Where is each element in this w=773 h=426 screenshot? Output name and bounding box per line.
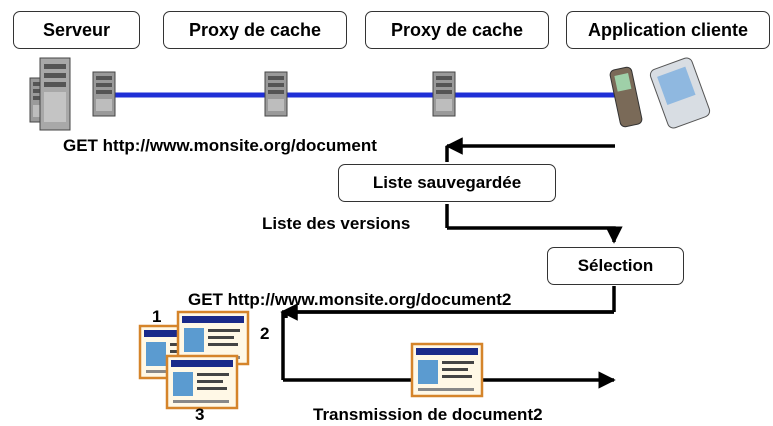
server-label-box: Serveur <box>13 11 140 49</box>
get-request-label: GET http://www.monsite.org/document <box>63 136 377 155</box>
saved-list-label: Liste sauvegardée <box>372 173 522 192</box>
proxy2-label: Proxy de cache <box>390 19 524 40</box>
proxy-server-icon <box>432 71 456 117</box>
request2-arrow <box>280 286 616 321</box>
client-label-box: Application cliente <box>566 11 770 49</box>
doc-number-1: 1 <box>152 307 162 326</box>
proxy2-label-box: Proxy de cache <box>365 11 549 49</box>
selection-box: Sélection <box>547 247 684 285</box>
doc-number-2: 2 <box>260 324 270 343</box>
proxy1-label-box: Proxy de cache <box>163 11 347 49</box>
proxy-server-icon <box>264 71 288 117</box>
versions-list-label: Liste des versions <box>262 214 411 233</box>
doc-number-3: 3 <box>195 405 205 424</box>
selection-label: Sélection <box>577 256 654 275</box>
server-label: Serveur <box>42 19 111 40</box>
request-arrow <box>445 137 615 162</box>
versions-arrow <box>445 204 623 244</box>
proxy1-label: Proxy de cache <box>188 19 322 40</box>
get-request2-label: GET http://www.monsite.org/document2 <box>188 290 512 309</box>
client-label: Application cliente <box>587 19 749 40</box>
document-thumbnail-icon <box>165 354 239 410</box>
transmission-label: Transmission de document2 <box>313 405 543 424</box>
document-thumbnail-icon <box>410 342 484 398</box>
mobile-phone-icon <box>609 57 711 129</box>
server-tower-icon <box>29 57 116 131</box>
saved-list-box: Liste sauvegardée <box>338 164 556 202</box>
